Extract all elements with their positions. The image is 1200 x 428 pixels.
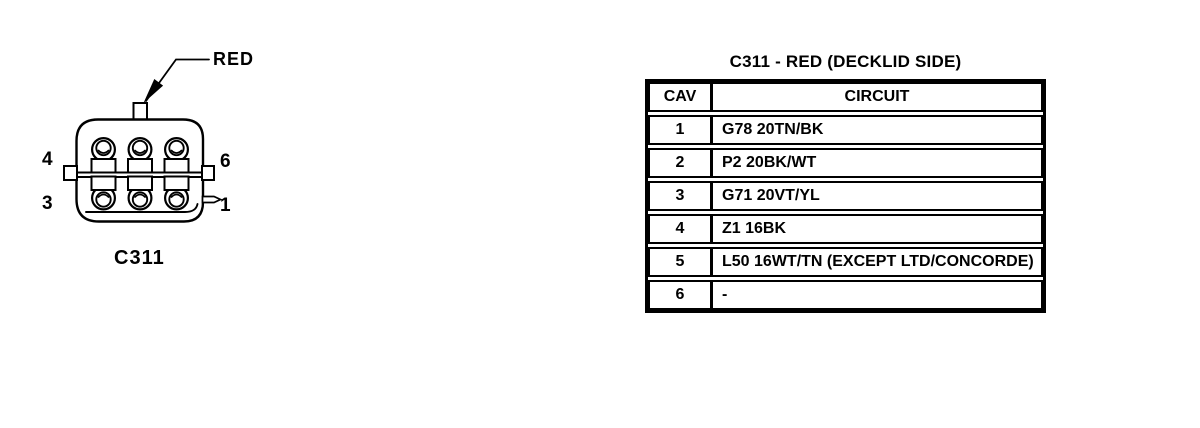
wire-color-callout: RED xyxy=(213,49,255,69)
column-header-circuit: CIRCUIT xyxy=(844,88,910,105)
cav-cell: 2 xyxy=(650,150,713,176)
table-row: 1 G78 20TN/BK xyxy=(648,115,1043,145)
circuit-cell: - xyxy=(722,286,728,303)
circuit-cell: P2 20BK/WT xyxy=(722,154,817,171)
circuit-cell: L50 16WT/TN (EXCEPT LTD/CONCORDE) xyxy=(722,253,1034,270)
pin-label-3: 3 xyxy=(42,193,53,214)
connector-id-label: C311 xyxy=(114,247,165,269)
circuit-cell: Z1 16BK xyxy=(722,220,787,237)
column-header-cav: CAV xyxy=(650,84,713,110)
pin-label-6: 6 xyxy=(220,151,231,172)
pin-label-1: 1 xyxy=(220,195,231,216)
cav-cell: 4 xyxy=(650,216,713,242)
cavity1-pin xyxy=(201,195,223,204)
leader-arrowhead-icon xyxy=(143,79,164,103)
table-row: 3 G71 20VT/YL xyxy=(648,181,1043,211)
table-row: 2 P2 20BK/WT xyxy=(648,148,1043,178)
red-callout-leader xyxy=(143,58,210,103)
table-title: C311 - RED (DECKLID SIDE) xyxy=(729,52,962,71)
terminal-column xyxy=(163,137,190,211)
table-header-row: CAV CIRCUIT xyxy=(648,82,1043,112)
table-row: 4 Z1 16BK xyxy=(648,214,1043,244)
table-row: 6 - xyxy=(648,280,1043,310)
cav-cell: 1 xyxy=(650,117,713,143)
cav-cell: 3 xyxy=(650,183,713,209)
right-side-tab xyxy=(201,165,215,181)
cav-cell: 5 xyxy=(650,249,713,275)
cav-cell: 6 xyxy=(650,282,713,308)
terminal-column xyxy=(90,137,117,211)
pin-label-4: 4 xyxy=(42,149,53,170)
body-bottom-lip xyxy=(85,203,199,213)
pinout-table: CAV CIRCUIT 1 G78 20TN/BK 2 P2 20BK/WT 3… xyxy=(645,79,1046,313)
connector-diagram xyxy=(63,58,223,223)
circuit-cell: G78 20TN/BK xyxy=(722,121,824,138)
left-side-tab xyxy=(63,165,78,181)
circuit-cell: G71 20VT/YL xyxy=(722,187,820,204)
terminal-column xyxy=(127,137,153,211)
table-row: 5 L50 16WT/TN (EXCEPT LTD/CONCORDE) xyxy=(648,247,1043,277)
